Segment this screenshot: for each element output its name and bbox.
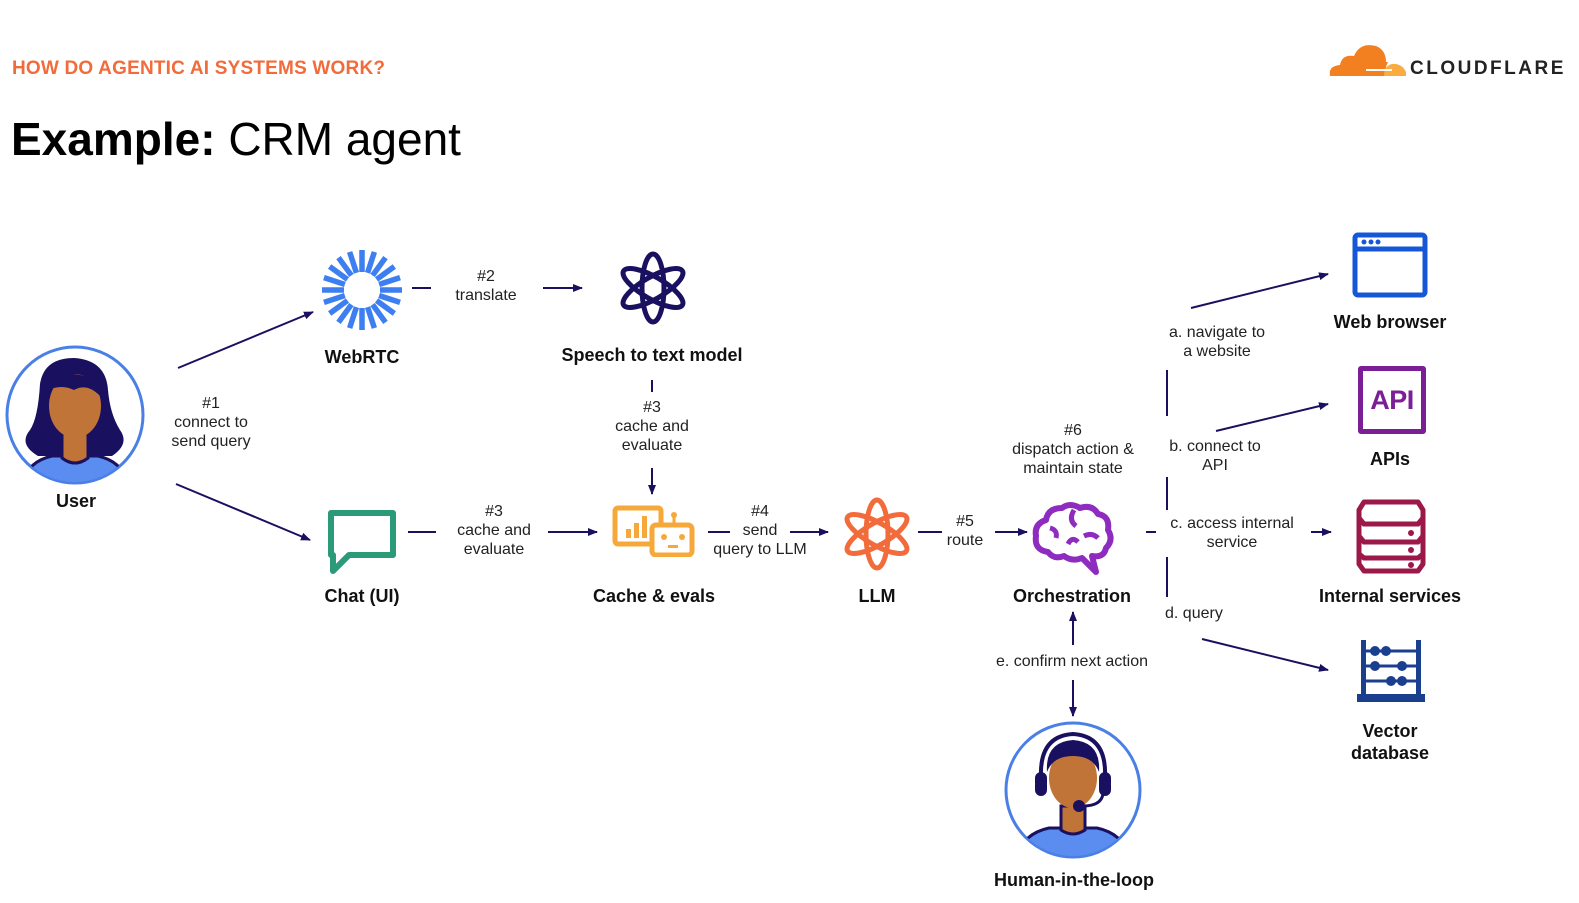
node-label-chat: Chat (UI) xyxy=(324,586,400,606)
edge-label-6-line2: maintain state xyxy=(1023,460,1123,477)
edge-label-c-line2: service xyxy=(1206,534,1258,551)
edge-label-2-line1: translate xyxy=(455,287,517,304)
edge-label-b-line2: API xyxy=(1202,457,1228,474)
chat-bubble-icon xyxy=(328,510,396,574)
edge-label-1-step: #1 xyxy=(202,395,220,412)
webrtc-ray xyxy=(323,275,346,288)
node-label-internal: Internal services xyxy=(1318,586,1462,606)
internal-services-server-icon xyxy=(1356,499,1426,574)
web-browser-window-icon xyxy=(1352,232,1428,298)
edge-label-3-horizontal: #3 cache and evaluate xyxy=(457,502,531,559)
webrtc-ray xyxy=(336,256,354,278)
logo-wordmark: CLOUDFLARE xyxy=(1410,58,1566,79)
webrtc-ray xyxy=(347,306,360,329)
node-label-user: User xyxy=(55,491,97,511)
edge-label-a-line1: a. navigate to xyxy=(1168,324,1266,341)
node-label-speech: Speech to text model xyxy=(561,345,743,365)
title-light: CRM agent xyxy=(228,113,461,165)
llm-atom-icon xyxy=(844,497,910,571)
cloudflare-logo: CLOUDFLARE xyxy=(1326,38,1576,82)
edge-label-c-line1: c. access internal xyxy=(1170,515,1294,532)
webrtc-ray xyxy=(370,256,388,278)
webrtc-ray xyxy=(328,298,350,316)
node-label-vector: Vector database xyxy=(1351,720,1429,764)
edge-label-3-vertical: #3 cache and evaluate xyxy=(615,398,689,455)
edge-label-a-line2: a website xyxy=(1183,343,1251,360)
webrtc-ray xyxy=(347,251,360,274)
edge-label-1-line1: connect to xyxy=(174,414,248,431)
edge-label-3h-line1: cache and xyxy=(457,522,531,539)
edge-label-3h-step: #3 xyxy=(485,503,503,520)
edge-label-3h-line2: evaluate xyxy=(463,541,525,558)
webrtc-ray xyxy=(364,306,377,329)
edge-label-c: c. access internal service xyxy=(1170,514,1294,552)
arrow-to-vector xyxy=(1201,638,1329,672)
webrtc-ray xyxy=(374,298,396,316)
title-bold: Example: xyxy=(11,113,216,165)
edge-label-4: #4 send query to LLM xyxy=(713,502,806,559)
user-avatar-icon xyxy=(5,345,145,485)
orchestration-brain-icon xyxy=(1032,502,1114,575)
edge-label-2: #2 translate xyxy=(455,267,516,305)
node-label-webrtc: WebRTC xyxy=(324,347,400,367)
webrtc-ray xyxy=(370,302,388,324)
edge-label-d-line1: d. query xyxy=(1165,605,1223,622)
node-label-human: Human-in-the-loop xyxy=(994,870,1154,890)
webrtc-ray xyxy=(378,292,401,305)
edge-label-3v-line1: cache and xyxy=(615,418,689,435)
arrow-user-to-chat xyxy=(175,483,311,541)
node-label-vector-line2: database xyxy=(1350,743,1430,763)
arrow-user-to-webrtc xyxy=(177,311,314,369)
webrtc-ray xyxy=(364,251,377,274)
api-box-icon: API xyxy=(1358,366,1426,434)
edge-label-6: #6 dispatch action & maintain state xyxy=(1012,421,1134,478)
cloud-icon xyxy=(1329,45,1406,76)
webrtc-ray xyxy=(378,275,401,288)
edge-label-e-line1: e. confirm next action xyxy=(995,653,1149,670)
webrtc-sunburst-icon xyxy=(322,250,402,330)
edge-label-5-step: #5 xyxy=(956,513,974,530)
slide-title: Example: CRM agent xyxy=(11,112,461,166)
webrtc-ray xyxy=(336,302,354,324)
node-label-apis: APIs xyxy=(1369,449,1411,469)
api-glyph: API xyxy=(1370,384,1414,415)
webrtc-ray xyxy=(328,264,350,282)
cache-evals-dashboard-robot-icon xyxy=(612,505,695,557)
edge-label-4-line2: query to LLM xyxy=(713,541,807,558)
edge-label-e: e. confirm next action xyxy=(996,652,1148,671)
human-in-the-loop-avatar-icon xyxy=(1004,721,1142,859)
edge-label-d: d. query xyxy=(1165,604,1223,623)
webrtc-ray xyxy=(374,264,396,282)
edge-label-5: #5 route xyxy=(947,512,983,550)
node-label-orchestration: Orchestration xyxy=(1012,586,1132,606)
arrow-to-apis xyxy=(1215,402,1329,432)
edge-label-5-line1: route xyxy=(946,532,984,549)
vector-database-abacus-icon xyxy=(1357,640,1425,702)
edge-label-a: a. navigate to a website xyxy=(1169,323,1265,361)
slide-kicker: HOW DO AGENTIC AI SYSTEMS WORK? xyxy=(12,58,386,79)
arrow-to-browser xyxy=(1190,272,1329,309)
edge-label-6-step: #6 xyxy=(1064,422,1082,439)
node-label-cache: Cache & evals xyxy=(592,586,716,606)
webrtc-ray xyxy=(323,292,346,305)
edge-label-2-step: #2 xyxy=(477,268,495,285)
edge-label-6-line1: dispatch action & xyxy=(1012,441,1134,458)
edge-label-4-line1: send xyxy=(742,522,778,539)
edge-label-3v-step: #3 xyxy=(643,399,661,416)
node-label-browser: Web browser xyxy=(1333,312,1447,332)
node-label-llm: LLM xyxy=(858,586,896,606)
edge-label-1-line2: send query xyxy=(171,433,251,450)
speech-model-atom-icon xyxy=(620,251,686,325)
edge-label-3v-line2: evaluate xyxy=(621,437,683,454)
edge-label-4-step: #4 xyxy=(751,503,769,520)
edge-label-b-line1: b. connect to xyxy=(1169,438,1261,455)
edge-label-1: #1 connect to send query xyxy=(171,394,250,451)
node-label-vector-line1: Vector xyxy=(1362,721,1418,741)
edge-label-b: b. connect to API xyxy=(1169,437,1261,475)
